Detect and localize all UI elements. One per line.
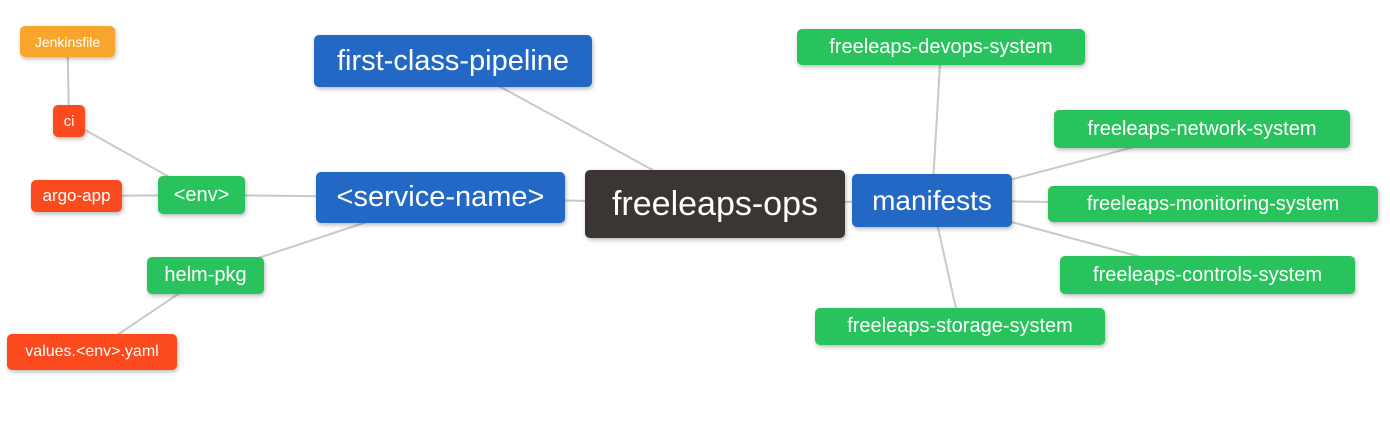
node-helm-pkg[interactable]: helm-pkg [147, 257, 264, 294]
node-values-env-yaml[interactable]: values.<env>.yaml [7, 334, 177, 370]
node-first-class-pipeline[interactable]: first-class-pipeline [314, 35, 592, 87]
node-devops-system[interactable]: freeleaps-devops-system [797, 29, 1085, 65]
node-service-name[interactable]: <service-name> [316, 172, 565, 223]
node-freeleaps-ops[interactable]: freeleaps-ops [585, 170, 845, 238]
node-storage-system[interactable]: freeleaps-storage-system [815, 308, 1105, 345]
node-argo-app[interactable]: argo-app [31, 180, 122, 212]
node-controls-system[interactable]: freeleaps-controls-system [1060, 256, 1355, 294]
node-manifests[interactable]: manifests [852, 174, 1012, 227]
node-env[interactable]: <env> [158, 176, 245, 214]
node-jenkinsfile[interactable]: Jenkinsfile [20, 26, 115, 57]
node-monitoring-system[interactable]: freeleaps-monitoring-system [1048, 186, 1378, 222]
node-ci[interactable]: ci [53, 105, 85, 137]
node-network-system[interactable]: freeleaps-network-system [1054, 110, 1350, 148]
